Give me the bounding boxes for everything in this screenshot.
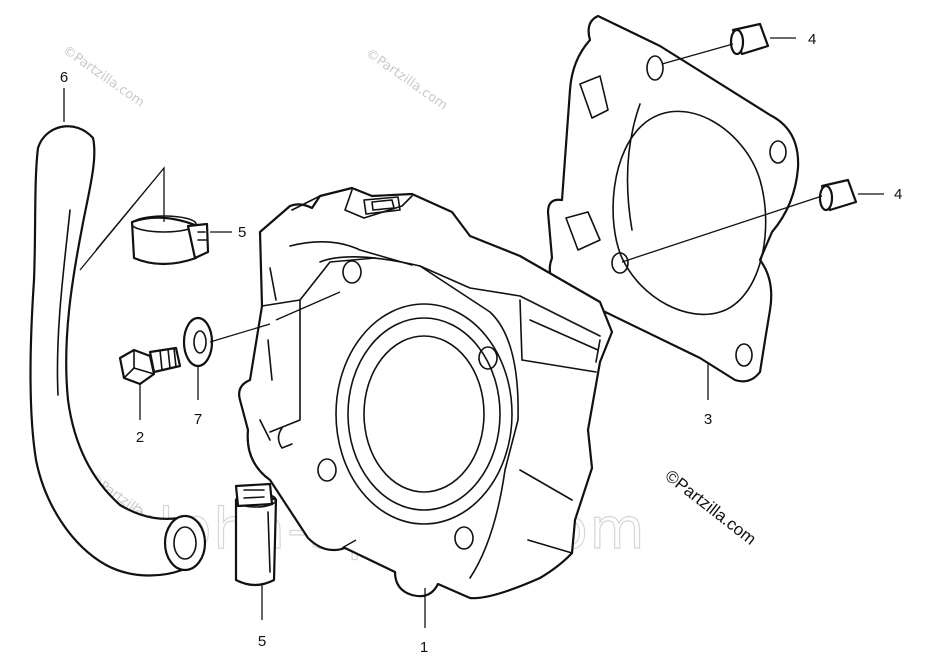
washer-part — [182, 316, 214, 368]
leader-lines — [63, 37, 884, 628]
callouts: 1 2 3 4 4 5 5 6 7 — [60, 31, 903, 656]
callout-4-lower: 4 — [894, 186, 902, 203]
watermark-partzilla: ©Partzilla.com — [60, 43, 147, 110]
clamp-lower-part — [234, 482, 278, 587]
callout-5-upper: 5 — [238, 224, 246, 241]
copyright-text: ©Partzilla.com — [662, 466, 760, 549]
clamp-upper-part — [130, 215, 210, 266]
callout-3: 3 — [704, 411, 712, 428]
callout-1: 1 — [420, 639, 428, 656]
hose-part — [29, 125, 207, 577]
watermark-partzilla: ©Partzilla.com — [363, 46, 450, 113]
dowel-pin-lower — [818, 178, 858, 212]
callout-4-upper: 4 — [808, 31, 816, 48]
callout-7: 7 — [194, 411, 202, 428]
callout-2: 2 — [136, 429, 144, 446]
bolt-part — [118, 346, 182, 386]
dowel-pin-upper — [729, 22, 770, 56]
cylinder-part — [238, 186, 614, 600]
callout-5-lower: 5 — [258, 633, 266, 650]
callout-6: 6 — [60, 69, 68, 86]
gasket-part — [546, 14, 800, 383]
